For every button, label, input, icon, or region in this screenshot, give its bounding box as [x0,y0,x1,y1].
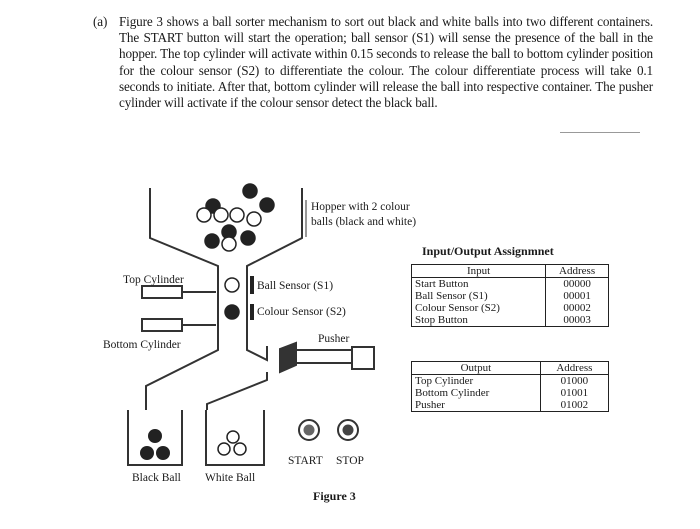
output-table: Output Address Top Cylinder Bottom Cylin… [411,361,610,412]
input-names-cell: Start Button Ball Sensor (S1) Colour Sen… [410,277,547,327]
input-item: Colour Sensor (S2) [415,302,500,314]
question-text-block: (a) Figure 3 shows a ball sorter mechani… [93,14,653,111]
output-address: 01000 [560,375,589,387]
ball-sensor-marker [250,276,254,294]
bottom-cylinder-label: Bottom Cylinder [103,339,181,351]
lower-body [145,340,268,410]
input-table: Input Address Start Button Ball Sensor (… [410,264,609,327]
black-balls-in-container [140,429,170,460]
pusher-label: Pusher [318,333,350,345]
input-item: Ball Sensor (S1) [415,290,488,302]
output-header: Output [411,361,541,375]
divider [560,132,640,133]
input-addresses-cell: 00000 00001 00002 00003 [545,277,609,327]
pusher [279,341,375,374]
stop-label: STOP [336,455,364,467]
input-address: 00001 [563,290,591,302]
ball-at-sensor-2 [224,304,240,320]
input-address: 00000 [563,278,591,290]
output-addresses-cell: 01000 01001 01002 [539,374,610,412]
output-item: Pusher [415,399,445,411]
black-ball-label: Black Ball [132,472,181,484]
stop-button[interactable] [337,419,359,441]
input-address-header: Address [545,264,609,278]
question-label: (a) [93,14,108,29]
white-ball-label: White Ball [205,472,256,484]
output-address: 01001 [560,387,589,399]
input-address: 00003 [563,314,591,326]
hopper [149,188,303,276]
ball-at-sensor-1 [224,277,240,293]
io-table-title: Input/Output Assignmnet [422,244,554,258]
input-item: Stop Button [415,314,468,326]
input-address: 00002 [563,302,591,314]
ball-sensor-label: Ball Sensor (S1) [257,280,334,292]
output-address: 01002 [560,399,589,411]
hopper-label-1: Hopper with 2 colour [311,201,410,213]
input-header: Input [410,264,547,278]
top-cylinder [141,285,216,299]
figure-caption: Figure 3 [313,489,356,503]
output-item: Bottom Cylinder [415,387,490,399]
colour-sensor-marker [250,304,254,320]
output-names-cell: Top Cylinder Bottom Cylinder Pusher [411,374,541,412]
hopper-balls [196,183,275,252]
top-cylinder-label: Top Cylinder [123,274,184,286]
white-ball-container [205,410,265,466]
question-body: Figure 3 shows a ball sorter mechanism t… [119,14,653,111]
black-ball-container [127,410,183,466]
input-item: Start Button [415,278,469,290]
hopper-label-2: balls (black and white) [311,216,417,228]
start-label: START [288,455,323,467]
output-item: Top Cylinder [415,375,474,387]
start-button[interactable] [298,419,320,441]
colour-sensor-label: Colour Sensor (S2) [257,306,346,318]
bottom-cylinder [141,318,216,332]
white-balls-in-container [217,430,247,456]
chute [217,276,248,340]
output-address-header: Address [539,361,610,375]
